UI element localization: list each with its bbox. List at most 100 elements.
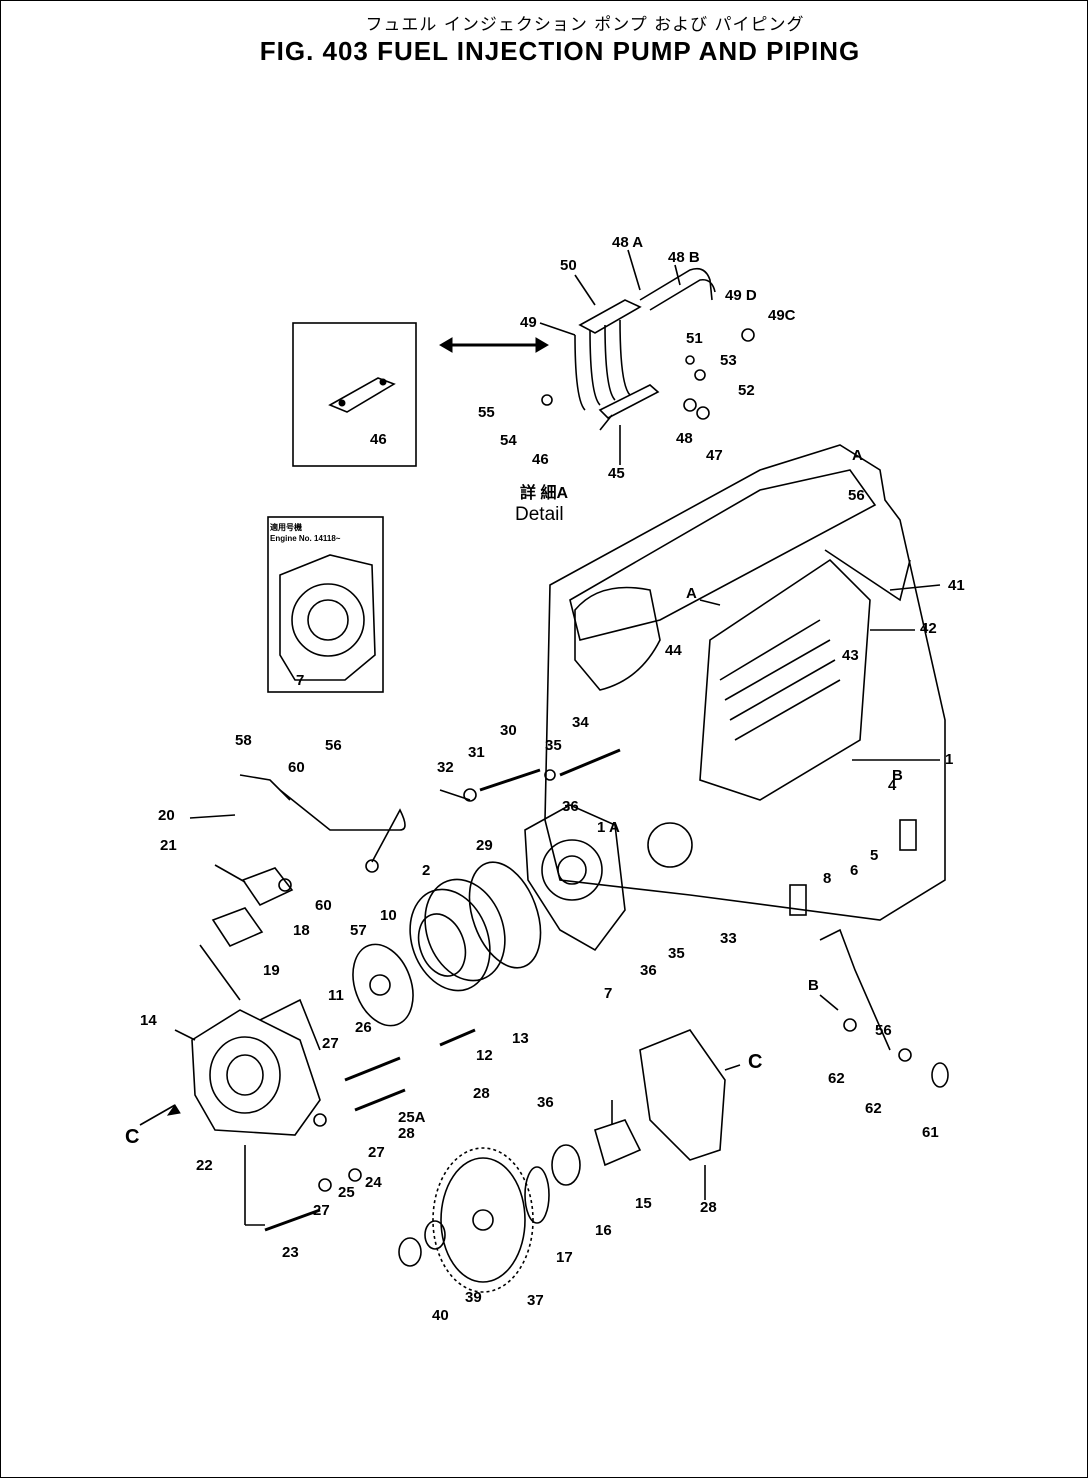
callout-25: 25 xyxy=(338,1184,355,1201)
detail-inset-box xyxy=(292,322,417,467)
callout-23: 23 xyxy=(282,1244,299,1261)
callout-56b: 56 xyxy=(325,737,342,754)
callout-49d: 49 D xyxy=(725,287,757,304)
callout-1a: 1 A xyxy=(597,819,620,836)
pump-housing-14 xyxy=(191,998,321,1136)
callout-36a: 36 xyxy=(562,798,579,815)
pipe-57 xyxy=(239,774,406,892)
callout-62a: 62 xyxy=(828,1070,845,1087)
callout-35b: 35 xyxy=(668,945,685,962)
callout-28a: 28 xyxy=(473,1085,490,1102)
callout-26: 26 xyxy=(355,1019,372,1036)
callout-53: 53 xyxy=(720,352,737,369)
callout-A-2: A xyxy=(852,447,863,464)
callout-37: 37 xyxy=(527,1292,544,1309)
callout-29: 29 xyxy=(476,837,493,854)
callout-2: 2 xyxy=(422,862,430,879)
nut-40 xyxy=(398,1237,422,1267)
callout-34: 34 xyxy=(572,714,589,731)
callout-39: 39 xyxy=(465,1289,482,1306)
inset-line1: 適用号機 xyxy=(270,522,302,532)
callout-B-1: B xyxy=(892,767,903,784)
callout-60a: 60 xyxy=(288,759,305,776)
o-ring-29 xyxy=(468,861,542,969)
callout-50: 50 xyxy=(560,257,577,274)
callout-5: 5 xyxy=(870,847,878,864)
callout-28c: 28 xyxy=(700,1199,717,1216)
callout-20: 20 xyxy=(158,807,175,824)
callout-labels: 48 A 48 B 50 49 D 49C 49 51 53 52 55 54 … xyxy=(125,234,965,1324)
callout-8: 8 xyxy=(823,870,831,887)
callout-36b: 36 xyxy=(640,962,657,979)
callout-42: 42 xyxy=(920,620,937,637)
figure-title: FIG. 403 FUEL INJECTION PUMP AND PIPING xyxy=(259,36,861,66)
callout-44: 44 xyxy=(665,642,682,659)
callout-52: 52 xyxy=(738,382,755,399)
callout-48a: 48 A xyxy=(612,234,643,251)
callout-49c: 49C xyxy=(768,307,796,324)
callout-12: 12 xyxy=(476,1047,493,1064)
callout-56c: 56 xyxy=(875,1022,892,1039)
callout-41: 41 xyxy=(948,577,965,594)
callout-C-2: C xyxy=(125,1126,139,1148)
callout-46b: 46 xyxy=(370,431,387,448)
callout-36c: 36 xyxy=(537,1094,554,1111)
callout-60b: 60 xyxy=(315,897,332,914)
callout-1: 1 xyxy=(945,751,953,768)
bearing-16 xyxy=(551,1144,581,1186)
callout-62b: 62 xyxy=(865,1100,882,1117)
part-46-clamp xyxy=(328,377,396,413)
callout-10: 10 xyxy=(380,907,397,924)
callout-B-2: B xyxy=(808,977,819,994)
callout-55: 55 xyxy=(478,404,495,421)
callout-6: 6 xyxy=(850,862,858,879)
callout-16: 16 xyxy=(595,1222,612,1239)
callout-51: 51 xyxy=(686,330,703,347)
callout-27a: 27 xyxy=(322,1035,339,1052)
bolts-hardware xyxy=(264,748,949,1232)
callout-47: 47 xyxy=(706,447,723,464)
coupling-2 xyxy=(409,878,506,992)
callout-27c: 27 xyxy=(313,1202,330,1219)
callout-35a: 35 xyxy=(545,737,562,754)
callout-14: 14 xyxy=(140,1012,157,1029)
callout-33: 33 xyxy=(720,930,737,947)
callout-25a: 25A xyxy=(398,1109,426,1126)
callout-57: 57 xyxy=(350,922,367,939)
callout-19: 19 xyxy=(263,962,280,979)
callout-61: 61 xyxy=(922,1124,939,1141)
detail-label-jp: 詳 細A xyxy=(520,483,568,502)
callout-22: 22 xyxy=(196,1157,213,1174)
gasket-28 xyxy=(639,1029,726,1161)
figure-subtitle-japanese: フュエル インジェクション ポンプ および パイピング xyxy=(365,15,805,35)
callout-C-1: C xyxy=(748,1051,762,1073)
leader-lines xyxy=(139,249,941,1226)
detail-a-pipe-clamp xyxy=(541,267,755,420)
detail-label-en: Detail xyxy=(515,504,564,525)
double-arrow xyxy=(439,337,549,353)
callout-A-1: A xyxy=(686,585,697,602)
callout-4: 4 xyxy=(888,777,897,794)
callout-48: 48 xyxy=(676,430,693,447)
callout-32: 32 xyxy=(437,759,454,776)
callout-11: 11 xyxy=(328,987,344,1004)
shaft-15 xyxy=(594,1119,642,1167)
callout-24: 24 xyxy=(365,1174,382,1191)
gaskets-18-19 xyxy=(211,867,294,948)
washer-39 xyxy=(424,1220,446,1250)
callout-30: 30 xyxy=(500,722,517,739)
callout-40: 40 xyxy=(432,1307,449,1324)
callout-46a: 46 xyxy=(532,451,549,468)
engine-block xyxy=(544,444,946,921)
callout-28b: 28 xyxy=(398,1125,415,1142)
gear-case-cover xyxy=(524,804,626,952)
gear-case-inset xyxy=(267,516,384,693)
callout-7-inset: 7 xyxy=(296,672,304,689)
callout-45: 45 xyxy=(608,465,625,482)
callout-21: 21 xyxy=(160,837,177,854)
inset-line2: Engine No. 14118~ xyxy=(270,534,341,543)
callout-43: 43 xyxy=(842,647,859,664)
callout-49: 49 xyxy=(520,314,537,331)
